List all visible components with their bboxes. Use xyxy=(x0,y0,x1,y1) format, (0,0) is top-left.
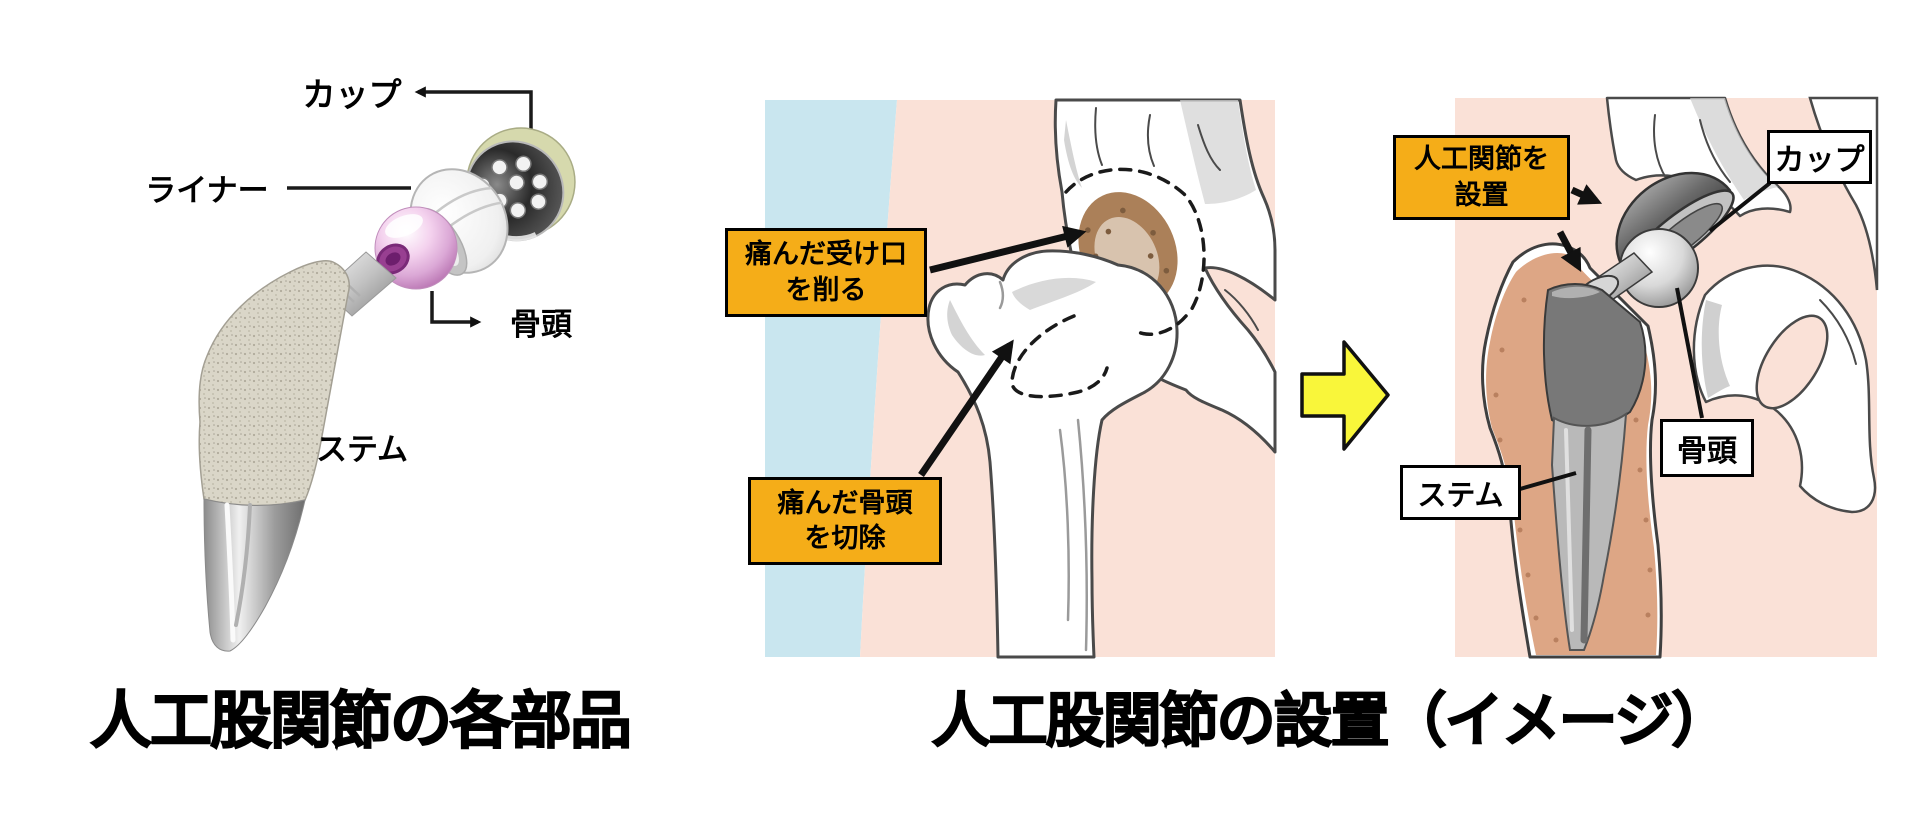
callout-line: を削る xyxy=(785,274,867,306)
socket-dashed-outline xyxy=(1064,167,1206,337)
neck-cut-dashed-line xyxy=(1010,314,1109,399)
implant-callout-arrow-lower xyxy=(1556,230,1582,272)
callout-line: 痛んだ骨頭 xyxy=(777,487,913,519)
stem-label: ステム xyxy=(315,432,409,468)
head-label: 骨頭 xyxy=(1660,419,1754,477)
callout-line: を切除 xyxy=(804,523,886,554)
damaged-socket-callout: 痛んだ受け口 を削る xyxy=(725,228,927,317)
head-leader-line xyxy=(1675,287,1704,419)
middle-panel-illustration xyxy=(765,98,1277,659)
callout-line: 人工関節を xyxy=(1414,144,1549,176)
damaged-head-callout: 痛んだ骨頭 を切除 xyxy=(748,477,942,565)
yellow-transition-arrow-icon xyxy=(1300,340,1390,451)
bone-contour-lines xyxy=(1819,299,1857,365)
callout-line: 設置 xyxy=(1454,179,1509,211)
callout-line: 痛んだ受け口 xyxy=(745,239,907,271)
head-leader-line xyxy=(430,291,482,328)
socket-callout-arrow xyxy=(929,225,1087,274)
right-panel-illustration xyxy=(1455,96,1879,659)
stem-illustration xyxy=(198,251,397,652)
head-label: 骨頭 xyxy=(510,306,572,343)
stem-label: ステム xyxy=(1400,465,1521,520)
bone-shading xyxy=(947,300,985,356)
bone-shading xyxy=(1690,98,1778,200)
cup-label: カップ xyxy=(1767,130,1872,184)
head-ball-illustration xyxy=(374,206,458,290)
liner-label: ライナー xyxy=(145,173,269,209)
obturator-foramen xyxy=(1755,314,1829,410)
bone-shading xyxy=(1701,300,1730,398)
stem-leader-line xyxy=(1519,471,1577,491)
bone-shading xyxy=(1064,120,1082,188)
cup-label: カップ xyxy=(302,75,402,114)
implant-placement-callout: 人工関節を 設置 xyxy=(1393,135,1570,220)
bone-contour-lines xyxy=(1653,114,1731,183)
implant-stem-highlight xyxy=(1564,428,1574,632)
right-section-title: 人工股関節の設置（イメージ） xyxy=(931,685,1731,756)
left-section-title: 人工股関節の各部品 xyxy=(89,683,633,758)
cup-leader-line xyxy=(414,86,533,140)
head-callout-arrow xyxy=(918,339,1014,477)
cup-leader-line xyxy=(1708,181,1772,233)
bone-shading xyxy=(1012,277,1096,310)
left-panel-illustration xyxy=(198,86,576,652)
implant-stem-groove xyxy=(1580,426,1592,644)
bone-contour-lines xyxy=(1094,107,1259,331)
femur-bone xyxy=(926,249,1179,659)
implant-callout-arrow-upper xyxy=(1570,184,1603,205)
implant-stem-highlight xyxy=(1552,286,1600,299)
bone-contour-lines xyxy=(998,280,1088,652)
